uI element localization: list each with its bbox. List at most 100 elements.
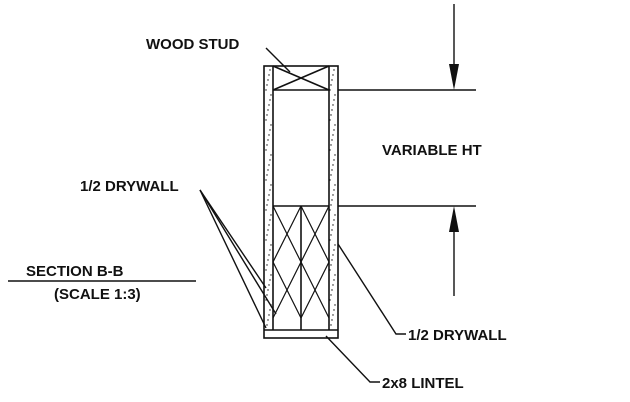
stipple-dot — [268, 104, 270, 106]
stipple-dot — [334, 154, 336, 156]
stipple-dot — [330, 234, 332, 236]
stipple-dot — [333, 219, 335, 221]
stipple-dot — [332, 284, 334, 286]
stipple-dot — [268, 254, 270, 256]
stipple-dot — [270, 214, 272, 216]
stipple-dot — [270, 154, 272, 156]
stipple-dot — [267, 139, 269, 141]
leader-drywall-left-c — [199, 189, 277, 315]
stipple-dot — [265, 209, 267, 211]
stipple-dot — [333, 69, 335, 71]
stipple-dot — [330, 84, 332, 86]
leader-drywall-left-b — [199, 189, 267, 329]
stipple-dot — [266, 174, 268, 176]
stipple-dot — [266, 264, 268, 266]
stipple-dot — [268, 134, 270, 136]
stipple-dot — [266, 294, 268, 296]
stipple-dot — [270, 184, 272, 186]
stipple-dot — [333, 129, 335, 131]
stipple-dot — [269, 159, 271, 161]
stipple-dot — [332, 314, 334, 316]
dimension-arrows — [449, 64, 459, 232]
label-drywall-left: 1/2 DRYWALL — [80, 178, 179, 195]
stipple-dot — [329, 119, 331, 121]
stipple-dot — [269, 99, 271, 101]
stipple-dot — [331, 289, 333, 291]
wall-outline — [263, 65, 339, 339]
label-lintel: 2x8 LINTEL — [382, 375, 464, 392]
stipple-dot — [270, 274, 272, 276]
arrow-down-icon — [449, 64, 459, 90]
stipple-dot — [331, 79, 333, 81]
stipple-dot — [331, 259, 333, 261]
stipple-dot — [266, 324, 268, 326]
stipple-dot — [269, 249, 271, 251]
stipple-dot — [267, 199, 269, 201]
stipple-dot — [333, 189, 335, 191]
stipple-dot — [266, 114, 268, 116]
stipple-dot — [265, 269, 267, 271]
stipple-dot — [331, 199, 333, 201]
stipple-dot — [329, 209, 331, 211]
stipple-dot — [266, 204, 268, 206]
stipple-dot — [332, 104, 334, 106]
stipple-dot — [332, 224, 334, 226]
stipple-dot — [269, 69, 271, 71]
lintel-hatch — [272, 205, 330, 319]
stipple-dot — [333, 159, 335, 161]
stipple-dot — [330, 174, 332, 176]
stipple-dot — [268, 164, 270, 166]
label-drywall-right: 1/2 DRYWALL — [408, 327, 507, 344]
stipple-dot — [331, 139, 333, 141]
leader-drywall-right — [337, 243, 406, 335]
drywall-stipple — [265, 69, 336, 326]
stipple-dot — [268, 314, 270, 316]
stipple-dot — [266, 234, 268, 236]
stipple-dot — [329, 239, 331, 241]
stipple-dot — [332, 254, 334, 256]
stipple-dot — [268, 224, 270, 226]
leader-lines — [8, 47, 406, 383]
stipple-dot — [333, 249, 335, 251]
stipple-dot — [265, 119, 267, 121]
leader-wood-stud — [265, 47, 291, 73]
stipple-dot — [334, 274, 336, 276]
leader-drywall-left-a — [199, 189, 267, 289]
stipple-dot — [330, 204, 332, 206]
label-scale: (SCALE 1:3) — [54, 286, 141, 303]
stipple-dot — [334, 94, 336, 96]
stipple-dot — [330, 144, 332, 146]
stipple-dot — [268, 74, 270, 76]
stipple-dot — [334, 214, 336, 216]
stipple-dot — [266, 144, 268, 146]
stipple-dot — [332, 134, 334, 136]
stipple-dot — [332, 74, 334, 76]
stipple-dot — [266, 84, 268, 86]
stipple-dot — [270, 124, 272, 126]
stipple-dot — [330, 294, 332, 296]
stipple-dot — [334, 124, 336, 126]
stipple-dot — [329, 269, 331, 271]
stipple-dot — [333, 279, 335, 281]
stipple-dot — [270, 244, 272, 246]
stipple-dot — [334, 304, 336, 306]
stipple-dot — [331, 229, 333, 231]
stipple-dot — [269, 279, 271, 281]
stipple-dot — [267, 229, 269, 231]
stipple-dot — [329, 149, 331, 151]
stipple-dot — [267, 319, 269, 321]
stud-cross-2 — [272, 65, 330, 91]
stipple-dot — [269, 309, 271, 311]
stipple-dot — [269, 129, 271, 131]
stipple-dot — [333, 309, 335, 311]
stipple-dot — [268, 194, 270, 196]
stipple-dot — [330, 264, 332, 266]
leader-lintel — [325, 335, 380, 383]
stipple-dot — [267, 169, 269, 171]
stipple-dot — [332, 194, 334, 196]
stipple-dot — [265, 89, 267, 91]
stipple-dot — [334, 184, 336, 186]
stipple-dot — [267, 109, 269, 111]
wall-section — [263, 65, 339, 339]
